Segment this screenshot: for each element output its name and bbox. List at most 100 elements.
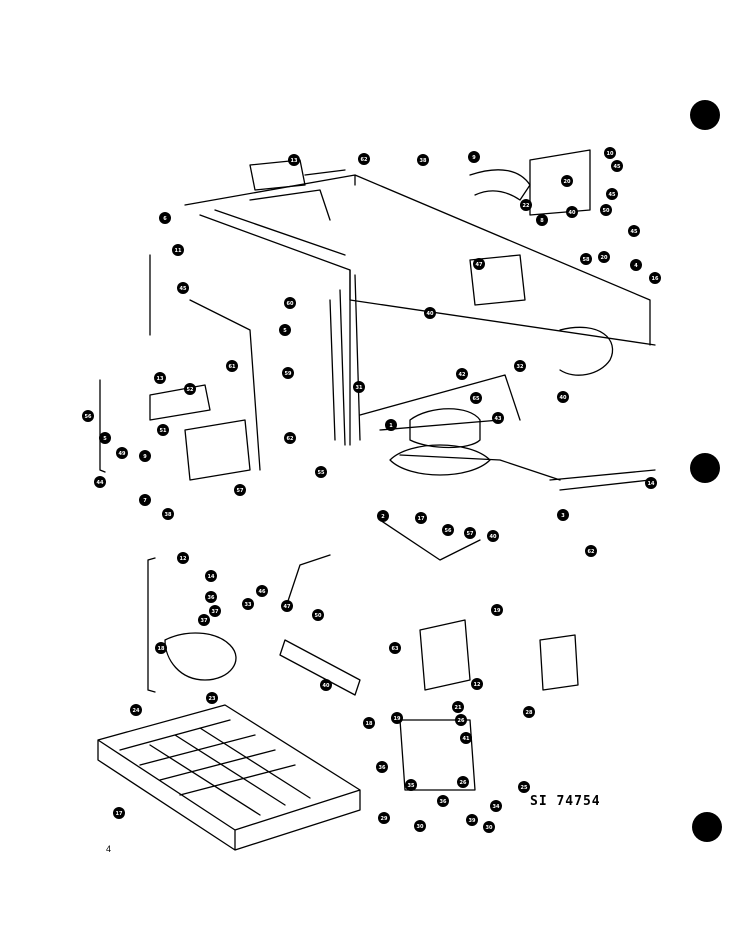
- callout-36: 36: [376, 761, 388, 773]
- callout-label: 61: [229, 364, 236, 370]
- callout-17: 17: [415, 512, 427, 524]
- callout-label: 40: [427, 311, 434, 317]
- callout-9: 9: [468, 151, 480, 163]
- callout-label: 62: [361, 157, 368, 163]
- callout-47: 47: [473, 258, 485, 270]
- callout-57: 57: [464, 527, 476, 539]
- callout-62: 62: [585, 545, 597, 557]
- callout-label: 62: [287, 436, 294, 442]
- callout-label: 57: [237, 488, 244, 494]
- page-mark: 4: [106, 844, 112, 854]
- callout-label: 59: [285, 371, 292, 377]
- callout-52: 52: [184, 383, 196, 395]
- callout-label: 9: [472, 155, 476, 161]
- callout-label: 43: [495, 416, 502, 422]
- drain-trough: [279, 639, 361, 696]
- callout-36: 36: [437, 795, 449, 807]
- callout-2: 2: [377, 510, 389, 522]
- base-pan-grille: [119, 719, 311, 816]
- terminal-block: [539, 634, 579, 691]
- callout-14: 14: [205, 570, 217, 582]
- callout-label: 4: [634, 263, 638, 269]
- callout-7: 7: [139, 494, 151, 506]
- callout-13: 13: [288, 154, 300, 166]
- callout-label: 36: [440, 799, 447, 805]
- callout-65: 65: [470, 392, 482, 404]
- callout-50: 50: [312, 609, 324, 621]
- callout-24: 24: [130, 704, 142, 716]
- callout-59: 59: [282, 367, 294, 379]
- callout-34: 34: [490, 800, 502, 812]
- callout-label: 7: [143, 498, 147, 504]
- callout-label: 51: [160, 428, 167, 434]
- callout-label: 26: [460, 780, 467, 786]
- callout-label: 45: [631, 229, 638, 235]
- callout-41: 41: [460, 732, 472, 744]
- callout-39: 39: [466, 814, 478, 826]
- registration-punch-icon: [690, 100, 720, 130]
- callout-label: 5: [283, 328, 287, 334]
- callout-label: 14: [208, 574, 215, 580]
- callout-label: 10: [607, 151, 614, 157]
- callout-21: 21: [452, 701, 464, 713]
- callout-44: 44: [94, 476, 106, 488]
- callout-label: 38: [420, 158, 427, 164]
- callout-label: 39: [469, 818, 476, 824]
- callout-label: 50: [603, 208, 610, 214]
- callout-label: 8: [540, 218, 544, 224]
- callout-label: 25: [521, 785, 528, 791]
- fan-ring: [389, 444, 491, 476]
- callout-label: 41: [463, 736, 470, 742]
- callout-9: 9: [139, 450, 151, 462]
- callout-label: 30: [417, 824, 424, 830]
- callout-30: 30: [414, 820, 426, 832]
- callout-label: 1: [389, 423, 393, 429]
- callout-45: 45: [606, 188, 618, 200]
- registration-punch-icon: [690, 453, 720, 483]
- divider-wall: [329, 289, 346, 446]
- callout-label: 14: [648, 481, 655, 487]
- blower-scroll: [559, 326, 614, 376]
- callout-17: 17: [113, 807, 125, 819]
- callout-10: 10: [604, 147, 616, 159]
- callout-47: 47: [281, 600, 293, 612]
- callout-40: 40: [320, 679, 332, 691]
- callout-label: 23: [209, 696, 216, 702]
- fan-guard-bracket: [147, 557, 156, 693]
- callout-label: 9: [143, 454, 147, 460]
- callout-45: 45: [628, 225, 640, 237]
- callout-label: 40: [323, 683, 330, 689]
- callout-label: 24: [133, 708, 140, 714]
- callout-31: 31: [353, 381, 365, 393]
- callout-label: 45: [609, 192, 616, 198]
- callout-label: 46: [259, 589, 266, 595]
- callout-12: 12: [177, 552, 189, 564]
- callout-label: 45: [614, 164, 621, 170]
- callout-45: 45: [611, 160, 623, 172]
- callout-label: 18: [366, 721, 373, 727]
- control-panel: [529, 149, 591, 216]
- callout-label: 3: [561, 513, 565, 519]
- callout-label: 38: [165, 512, 172, 518]
- callout-56: 56: [82, 410, 94, 422]
- callout-5: 5: [99, 432, 111, 444]
- callout-label: 50: [315, 613, 322, 619]
- wire-harness: [284, 169, 481, 611]
- callout-label: 5: [103, 436, 107, 442]
- callout-label: 16: [652, 276, 659, 282]
- callout-12: 12: [471, 678, 483, 690]
- callout-35: 35: [405, 779, 417, 791]
- motor-mount-plate: [184, 419, 251, 481]
- callout-19: 19: [491, 604, 503, 616]
- callout-label: 49: [119, 451, 126, 457]
- callout-40: 40: [424, 307, 436, 319]
- callout-40: 40: [487, 530, 499, 542]
- callout-label: 2: [381, 514, 385, 520]
- callout-5: 5: [279, 324, 291, 336]
- callout-label: 63: [392, 646, 399, 652]
- callout-37: 37: [209, 605, 221, 617]
- callout-62: 62: [358, 153, 370, 165]
